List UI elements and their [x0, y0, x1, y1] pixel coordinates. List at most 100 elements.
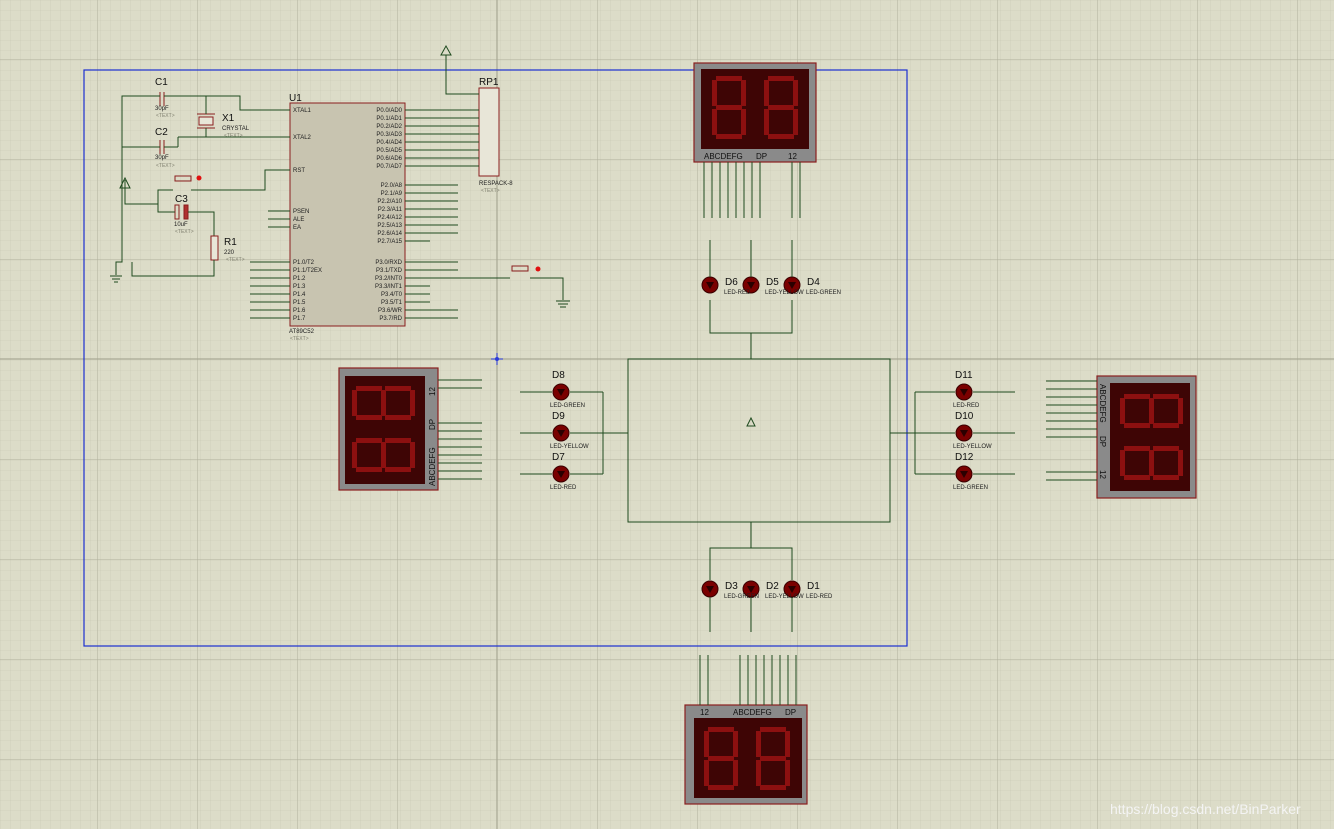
c2-text: <TEXT>	[156, 163, 175, 169]
led-ref: D12	[955, 452, 974, 463]
u1-pin-left: P1.6	[293, 308, 306, 314]
u1-pin-left: XTAL1	[293, 108, 312, 114]
u1-pin-left: P1.7	[293, 316, 306, 322]
u1-pin-right: P0.7/AD7	[376, 164, 402, 170]
led-type: LED-YELLOW	[550, 444, 589, 450]
c1-value: 30pF	[155, 106, 169, 112]
right-seg-label: ABCDEFG	[1098, 384, 1107, 423]
c3-value: 10uF	[174, 222, 188, 228]
led-ref: D7	[552, 452, 565, 463]
u1-pin-right: P0.3/AD3	[376, 132, 402, 138]
led-type: LED-GREEN	[550, 403, 585, 409]
led-type: LED-RED	[953, 403, 980, 409]
left-digit-label: 12	[428, 387, 437, 396]
u1-pin-right: P3.2/INT0	[375, 276, 403, 282]
u1-pin-left: PSEN	[293, 209, 309, 215]
r1-text: <TEXT>	[226, 257, 245, 263]
seven-seg-bottom[interactable]: 12 ABCDEFG DP	[684, 655, 808, 805]
p2-p3-wires	[405, 184, 570, 319]
u1-right-pins: P0.0/AD0P0.1/AD1P0.2/AD2P0.3/AD3P0.4/AD4…	[375, 108, 430, 322]
c3-ref: C3	[175, 194, 188, 205]
top-seg-label: ABCDEFG	[704, 152, 743, 161]
seven-seg-left[interactable]: ABCDEFG DP 12	[338, 367, 482, 491]
c1-text: <TEXT>	[156, 113, 175, 119]
sheet-border	[83, 69, 908, 647]
rp1-ref: RP1	[479, 77, 499, 88]
u1-pin-right: P2.6/A14	[377, 231, 402, 237]
top-dp-label: DP	[756, 152, 767, 161]
u1-pin-left: P1.2	[293, 276, 306, 282]
u1-ref: U1	[289, 93, 302, 104]
u1-pin-right: P3.1/TXD	[376, 268, 403, 274]
u1-pin-right: P2.0/A8	[381, 183, 403, 189]
x1-text: <TEXT>	[224, 133, 243, 139]
u1-pin-right: P0.0/AD0	[376, 108, 402, 114]
u1-pin-right: P2.3/A11	[378, 207, 403, 213]
u1-pin-right: P0.2/AD2	[376, 124, 402, 130]
led-type: LED-GREEN	[724, 594, 759, 600]
u1-pin-left: RST	[293, 168, 305, 174]
led-type: LED-GREEN	[806, 290, 841, 296]
u1-pin-right: P2.2/A10	[377, 199, 402, 205]
u1-pin-right: P0.4/AD4	[376, 140, 402, 146]
u1-text: <TEXT>	[290, 336, 309, 342]
led-type: LED-YELLOW	[765, 290, 804, 296]
u1-pin-right: P2.7/A15	[377, 239, 402, 245]
oscillator-circuit[interactable]: C1 30pF <TEXT> C2 30pF <TEXT> X1 CRYSTAL…	[110, 77, 290, 283]
origin-marker	[491, 353, 503, 365]
u1-pin-right: P3.6/WR	[378, 308, 403, 314]
p1-net-labels	[250, 261, 290, 319]
led-ref: D10	[955, 411, 974, 422]
led-ref: D3	[725, 581, 738, 592]
c3-text: <TEXT>	[175, 229, 194, 235]
u1-pin-left: P1.3	[293, 284, 306, 290]
u1-pin-right: P3.7/RD	[379, 316, 402, 322]
r1-ref: R1	[224, 237, 237, 248]
u1-pin-right: P0.6/AD6	[376, 156, 402, 162]
seven-seg-top[interactable]: ABCDEFG DP 12	[693, 62, 817, 218]
u1-pin-right: P2.4/A12	[377, 215, 402, 221]
right-digit-label: 12	[1098, 470, 1107, 479]
rp1-resistor-pack[interactable]: RP1 RESPACK-8 <TEXT>	[405, 44, 513, 194]
left-dp-label: DP	[428, 419, 437, 430]
led-ref: D9	[552, 411, 565, 422]
seven-seg-right[interactable]: ABCDEFG DP 12	[1046, 375, 1197, 499]
led-ref: D8	[552, 370, 565, 381]
u1-chip[interactable]: U1 XTAL1XTAL2RSTPSENALEEAP1.0/T2P1.1/T2E…	[268, 93, 430, 342]
u1-pin-left: P1.5	[293, 300, 306, 306]
watermark: https://blog.csdn.net/BinParker	[1110, 801, 1301, 817]
led-type: LED-GREEN	[953, 485, 988, 491]
led-ref: D6	[725, 277, 738, 288]
x1-value: CRYSTAL	[222, 126, 250, 132]
c1-ref: C1	[155, 77, 168, 88]
c2-value: 30pF	[155, 155, 169, 161]
u1-pin-left: P1.4	[293, 292, 306, 298]
u1-pin-right: P3.0/RXD	[375, 260, 402, 266]
led-type: LED-YELLOW	[953, 444, 992, 450]
u1-pin-right: P3.4/T0	[381, 292, 403, 298]
intersection-wiring	[520, 240, 1015, 632]
u1-pin-left: P1.0/T2	[293, 260, 315, 266]
led-type: LED-RED	[724, 290, 751, 296]
u1-pin-right: P0.5/AD5	[376, 148, 402, 154]
r1-value: 220	[224, 250, 235, 256]
u1-pin-left: EA	[293, 225, 301, 231]
u1-pin-right: P0.1/AD1	[376, 116, 402, 122]
u1-pin-right: P3.5/T1	[381, 300, 403, 306]
led-ref: D4	[807, 277, 820, 288]
led-type: LED-RED	[806, 594, 833, 600]
led-ref: D5	[766, 277, 779, 288]
led-group[interactable]: D1LED-REDD2LED-YELLOWD3LED-GREEND4LED-GR…	[550, 276, 992, 600]
u1-pin-left: ALE	[293, 217, 304, 223]
c2-ref: C2	[155, 127, 168, 138]
